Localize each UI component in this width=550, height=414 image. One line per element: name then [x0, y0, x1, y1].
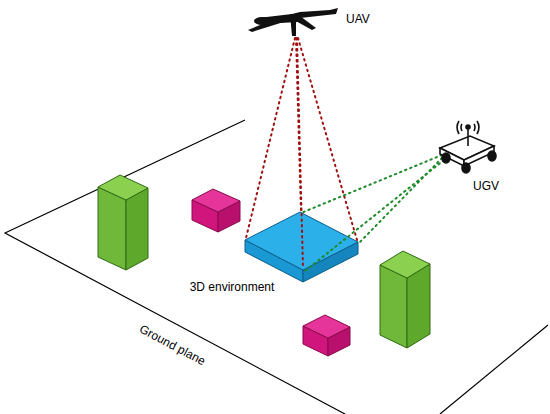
ugv-view-lines: [301, 155, 444, 271]
text-label: Ground plane: [137, 322, 208, 369]
green-block-right: [380, 251, 430, 348]
ugv-icon: [440, 121, 496, 173]
ground-plane: [5, 120, 548, 414]
text-label: UAV: [346, 12, 370, 26]
pink-block-top: [192, 189, 240, 232]
pink-block-bottom: [303, 315, 350, 356]
ground-edge: [5, 120, 345, 414]
uav-icon: [248, 8, 338, 36]
text-label: UGV: [473, 179, 499, 193]
ground-edge: [440, 325, 548, 414]
green-block-left: [98, 175, 148, 270]
text-label: 3D environment: [190, 280, 275, 294]
uav-view-lines: [246, 38, 357, 268]
